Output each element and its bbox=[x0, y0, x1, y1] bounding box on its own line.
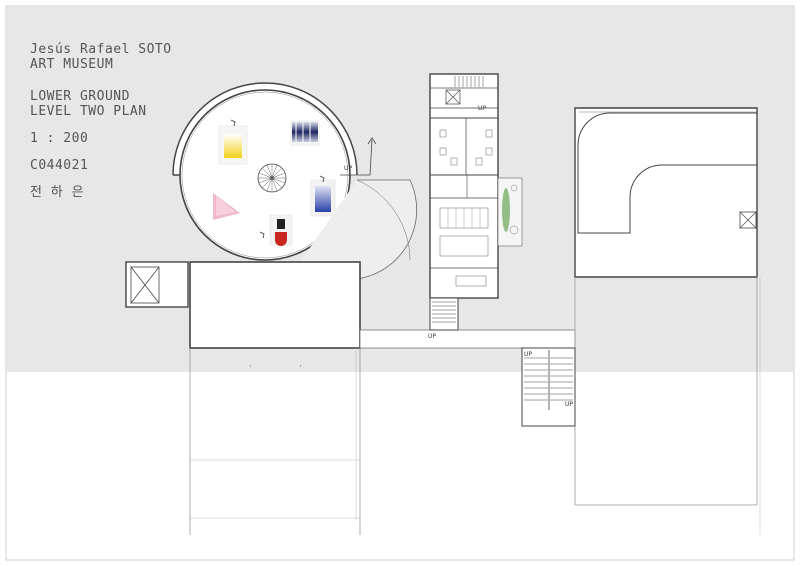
up-label-core: UP bbox=[478, 105, 486, 112]
artwork-dark-blue bbox=[290, 120, 320, 146]
corridor bbox=[359, 329, 576, 349]
artwork-red bbox=[259, 214, 293, 246]
artwork-pink bbox=[213, 193, 240, 220]
title-block: Jesús Rafael SOTO ART MUSEUM LOWER GROUN… bbox=[30, 42, 172, 200]
museum-name-line1: Jesús Rafael SOTO bbox=[30, 42, 172, 57]
up-label-bottom-core: UP bbox=[428, 333, 436, 340]
up-label-east-bottom: UP bbox=[565, 401, 573, 408]
right-building bbox=[574, 107, 761, 535]
left-stair-box bbox=[125, 261, 189, 308]
plan-title-line1: LOWER GROUND bbox=[30, 89, 130, 104]
drawing-code: C044021 bbox=[30, 158, 89, 173]
planting-bed bbox=[497, 177, 523, 247]
museum-name-line2: ART MUSEUM bbox=[30, 57, 114, 72]
left-hall bbox=[189, 261, 361, 367]
artwork-blue bbox=[310, 175, 336, 217]
up-label-east-top: UP bbox=[524, 351, 532, 358]
artwork-yellow bbox=[218, 119, 248, 165]
plan-title-line2: LEVEL TWO PLAN bbox=[30, 104, 147, 119]
spiral-stair bbox=[257, 163, 287, 193]
author-name: 전 하 은 bbox=[30, 185, 85, 200]
drawing-scale: 1 : 200 bbox=[30, 131, 89, 146]
up-label-circle: UP bbox=[344, 165, 352, 172]
east-stair bbox=[521, 347, 576, 427]
central-core bbox=[429, 73, 499, 331]
left-lower-court bbox=[189, 348, 361, 535]
